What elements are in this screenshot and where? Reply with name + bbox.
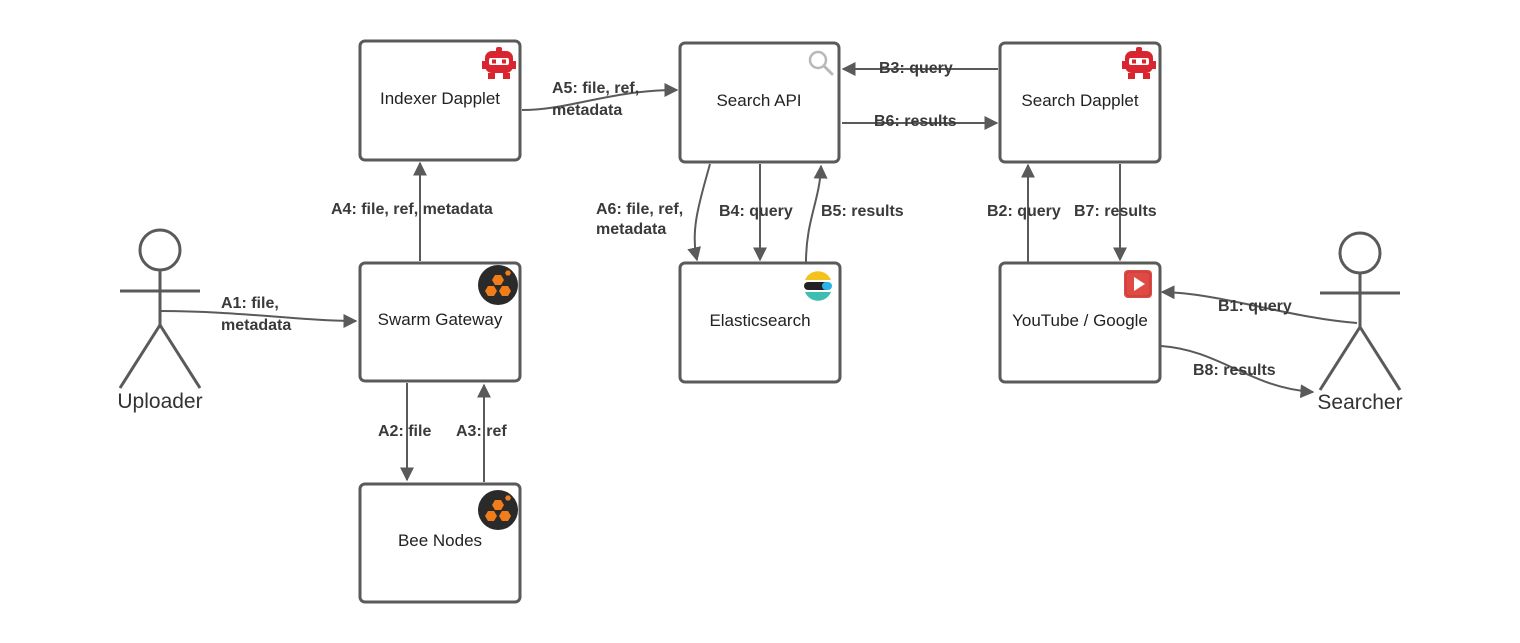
dapplet-robot-icon: [1122, 47, 1156, 79]
edge-b4-label: B4: query: [719, 203, 793, 220]
magnifier-icon: [808, 50, 834, 76]
node-bee-nodes-label: Bee Nodes: [398, 531, 482, 550]
edge-a4-label: A4: file, ref, metadata: [331, 201, 493, 218]
edge-b5: [805, 164, 828, 263]
node-indexer-dapplet: Indexer Dapplet: [358, 39, 522, 162]
elasticsearch-icon: [804, 271, 832, 301]
node-search-api: Search API: [678, 41, 841, 164]
node-elasticsearch: Elasticsearch: [678, 261, 842, 384]
node-youtube-google-label: YouTube / Google: [1012, 311, 1148, 330]
edge-a5-label: A5: file, ref, metadata: [552, 80, 644, 119]
edge-b3-label: B3: query: [879, 60, 953, 77]
node-elasticsearch-label: Elasticsearch: [709, 311, 810, 330]
swarm-hexagon-icon: [478, 265, 518, 305]
edge-a1-label: A1: file, metadata: [221, 295, 291, 334]
node-bee-nodes: Bee Nodes: [358, 482, 522, 604]
actor-searcher-label: Searcher: [1317, 391, 1402, 414]
edge-b7-label: B7: results: [1074, 203, 1157, 220]
edge-b1-label: B1: query: [1218, 298, 1292, 315]
node-youtube-google: YouTube / Google: [998, 261, 1162, 384]
node-indexer-dapplet-label: Indexer Dapplet: [380, 89, 500, 108]
edge-b6-label: B6: results: [874, 113, 957, 130]
actor-searcher: Searcher: [1317, 231, 1403, 414]
edge-b2-label: B2: query: [987, 203, 1061, 220]
node-swarm-gateway: Swarm Gateway: [358, 261, 522, 383]
edge-a6: [687, 163, 711, 262]
edge-a6-label: A6: file, ref, metadata: [596, 201, 688, 238]
edge-b5-label: B5: results: [821, 203, 904, 220]
actor-uploader-label: Uploader: [117, 390, 202, 413]
edge-b8: [1160, 345, 1315, 399]
edge-b1: [1160, 285, 1358, 324]
node-search-dapplet: Search Dapplet: [998, 41, 1162, 164]
actor-uploader: Uploader: [117, 228, 203, 413]
edge-a3-label: A3: ref: [456, 423, 507, 440]
node-swarm-gateway-label: Swarm Gateway: [378, 310, 503, 329]
edge-a1: [159, 310, 358, 328]
dapplet-robot-icon: [482, 47, 516, 79]
swarm-hexagon-icon: [478, 490, 518, 530]
edge-a5: [521, 83, 679, 111]
node-search-dapplet-label: Search Dapplet: [1021, 91, 1138, 110]
node-search-api-label: Search API: [716, 91, 801, 110]
edge-a2-label: A2: file: [378, 423, 431, 440]
youtube-play-icon: [1124, 270, 1152, 298]
edge-b8-label: B8: results: [1193, 362, 1276, 379]
